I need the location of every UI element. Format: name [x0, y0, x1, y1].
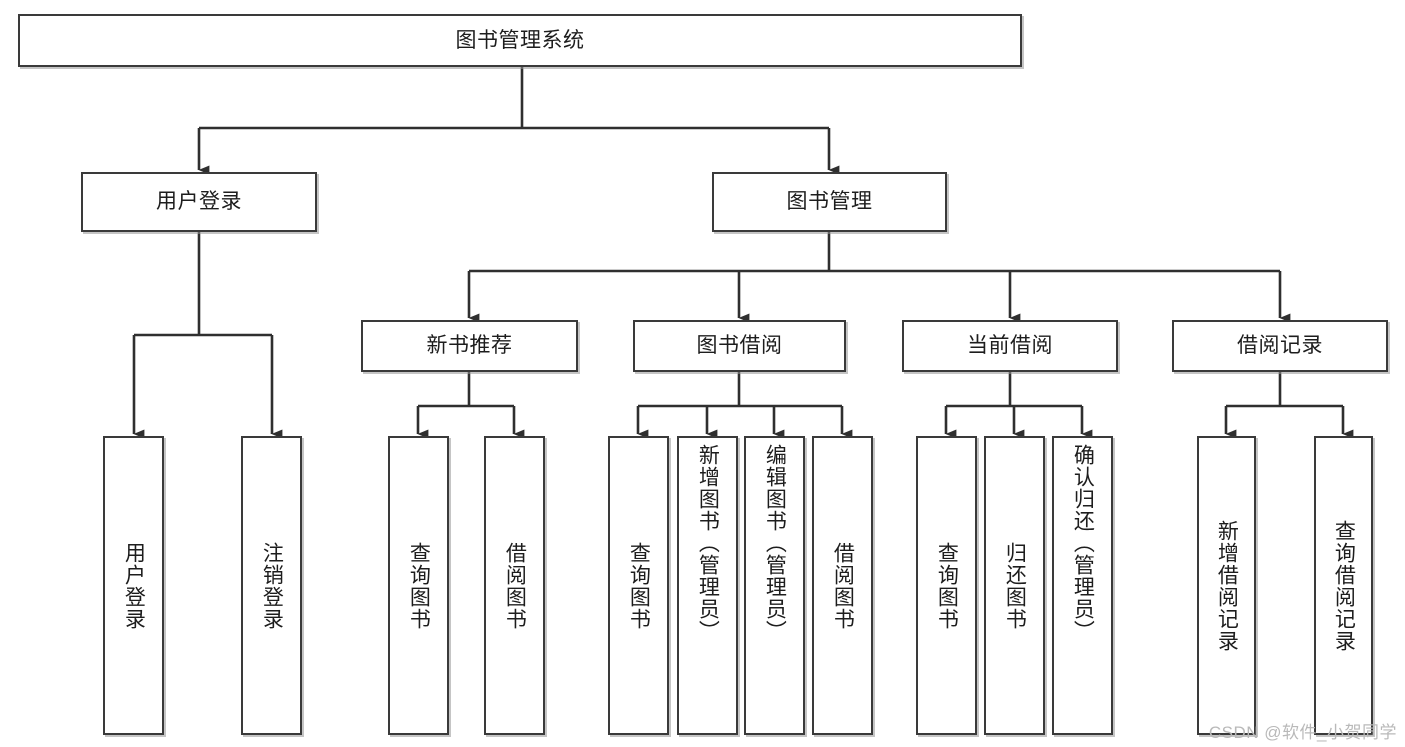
leaf-query-book-borrow[interactable]: 查询图书 [608, 436, 669, 735]
leaf-confirm-return-admin[interactable]: 确认归还（管理员） [1052, 436, 1113, 735]
node-borrow-record[interactable]: 借阅记录 [1172, 320, 1388, 372]
leaf-query-book-recommend[interactable]: 查询图书 [388, 436, 449, 735]
node-label: 编辑图书（管理员） [763, 444, 787, 642]
node-book-management-system[interactable]: 图书管理系统 [18, 14, 1022, 67]
node-label: 注销登录 [260, 541, 284, 630]
node-label: 新增借阅记录 [1215, 519, 1239, 652]
node-label: 新增图书（管理员） [696, 444, 720, 642]
node-label: 新书推荐 [426, 334, 513, 358]
node-label: 查询图书 [407, 541, 431, 630]
leaf-edit-book-admin[interactable]: 编辑图书（管理员） [744, 436, 805, 735]
leaf-borrow-book[interactable]: 借阅图书 [812, 436, 873, 735]
leaf-logout[interactable]: 注销登录 [241, 436, 302, 735]
node-label: 查询借阅记录 [1332, 519, 1356, 652]
node-label: 借阅记录 [1237, 334, 1323, 358]
node-user-login[interactable]: 用户登录 [81, 172, 317, 232]
node-label: 图书管理 [786, 190, 873, 214]
leaf-borrow-book-recommend[interactable]: 借阅图书 [484, 436, 545, 735]
node-label: 查询图书 [627, 541, 651, 630]
leaf-add-borrow-record[interactable]: 新增借阅记录 [1197, 436, 1256, 735]
node-label: 图书管理系统 [455, 28, 585, 52]
node-label: 借阅图书 [503, 541, 527, 630]
leaf-query-book-current[interactable]: 查询图书 [916, 436, 977, 735]
node-label: 查询图书 [935, 541, 959, 630]
leaf-user-login[interactable]: 用户登录 [103, 436, 164, 735]
leaf-query-borrow-record[interactable]: 查询借阅记录 [1314, 436, 1373, 735]
node-label: 用户登录 [122, 541, 146, 630]
node-book-management[interactable]: 图书管理 [712, 172, 947, 232]
node-label: 归还图书 [1003, 541, 1027, 630]
node-book-borrow[interactable]: 图书借阅 [633, 320, 846, 372]
node-new-book-recommend[interactable]: 新书推荐 [361, 320, 578, 372]
leaf-add-book-admin[interactable]: 新增图书（管理员） [677, 436, 738, 735]
leaf-return-book[interactable]: 归还图书 [984, 436, 1045, 735]
node-label: 当前借阅 [967, 334, 1053, 358]
node-label: 图书借阅 [696, 334, 783, 358]
node-label: 确认归还（管理员） [1071, 444, 1095, 642]
node-label: 用户登录 [156, 190, 242, 214]
node-current-borrow[interactable]: 当前借阅 [902, 320, 1118, 372]
node-label: 借阅图书 [831, 541, 855, 630]
